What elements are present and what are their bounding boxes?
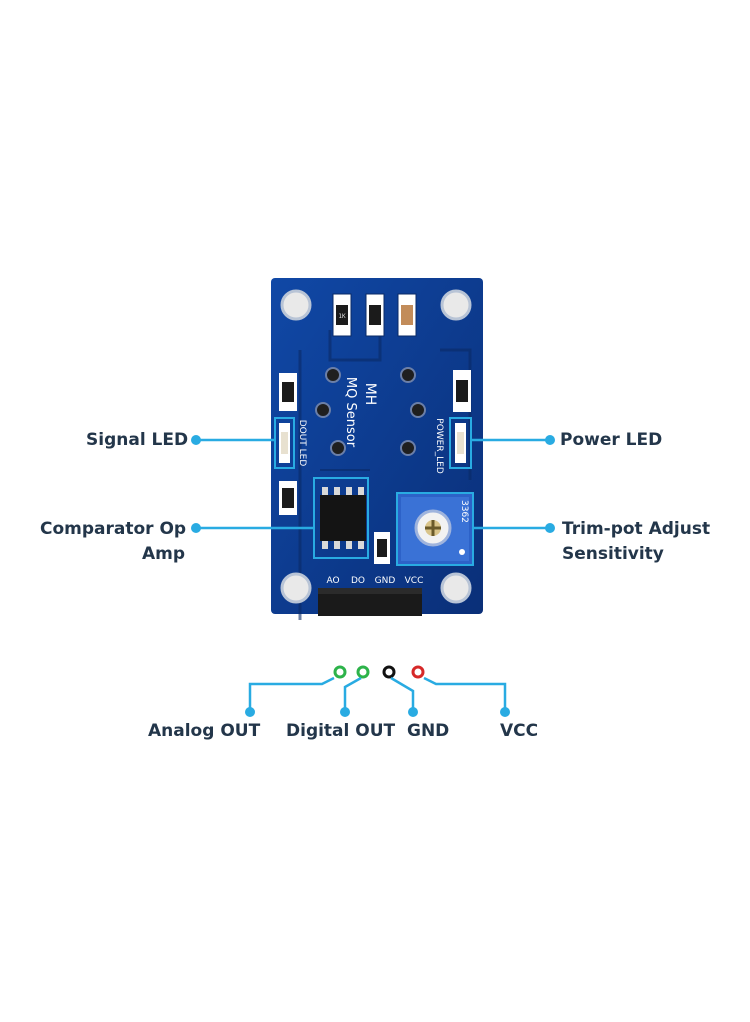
analog-out-label: Analog OUT	[148, 721, 261, 741]
pin-rings	[333, 665, 425, 679]
sensor-pads	[315, 367, 426, 456]
pin-silk-labels: AO DO GND VCC	[326, 576, 423, 586]
silk-title-mq-sensor: MQ Sensor	[343, 377, 358, 448]
silk-power-led: POWER_LED	[434, 418, 444, 474]
analog-pin-ring	[333, 665, 347, 679]
resistor-code-1: 1K	[338, 313, 346, 320]
top-resistors: 1K	[332, 293, 417, 337]
silk-dout-led: DOUT LED	[297, 420, 307, 467]
callout-dots	[191, 435, 555, 717]
vcc-callout-line	[423, 676, 507, 710]
digital-out-label: Digital OUT	[286, 721, 396, 741]
capacitor	[374, 532, 390, 564]
digital-pin-ring	[356, 665, 370, 679]
gnd-pin-ring	[382, 665, 396, 679]
trim-potentiometer: 3362	[396, 492, 474, 566]
signal-led	[274, 417, 295, 469]
comparator-label-line2: Amp	[142, 544, 186, 564]
comparator-label-line1: Comparator Op	[40, 519, 187, 539]
power-led	[449, 417, 472, 469]
analog-out-callout-line	[248, 676, 335, 710]
callout-lines	[196, 438, 550, 710]
right-components	[453, 370, 471, 412]
mounting-holes	[280, 289, 472, 604]
digital-out-callout-line	[343, 676, 362, 710]
gnd-callout-line	[390, 676, 415, 710]
power-led-label: Power LED	[560, 430, 663, 450]
silk-pin-ao: AO	[326, 576, 339, 586]
silk-pin-gnd: GND	[375, 576, 396, 586]
gnd-label: GND	[407, 721, 450, 741]
pin-header	[318, 588, 422, 616]
pot-marking: 3362	[459, 500, 469, 523]
vcc-label: VCC	[500, 721, 539, 741]
trimpot-label-line1: Trim-pot Adjust	[562, 519, 711, 539]
silk-pin-vcc: VCC	[405, 576, 424, 586]
silk-pin-do: DO	[351, 576, 365, 586]
pcb-board: 1K	[271, 278, 483, 620]
silk-title-mh: MH	[362, 383, 378, 406]
trimpot-label-line2: Sensitivity	[562, 544, 664, 564]
left-components	[279, 373, 297, 515]
vcc-pin-ring	[411, 665, 425, 679]
signal-led-label: Signal LED	[86, 430, 189, 450]
comparator-chip	[313, 477, 369, 559]
